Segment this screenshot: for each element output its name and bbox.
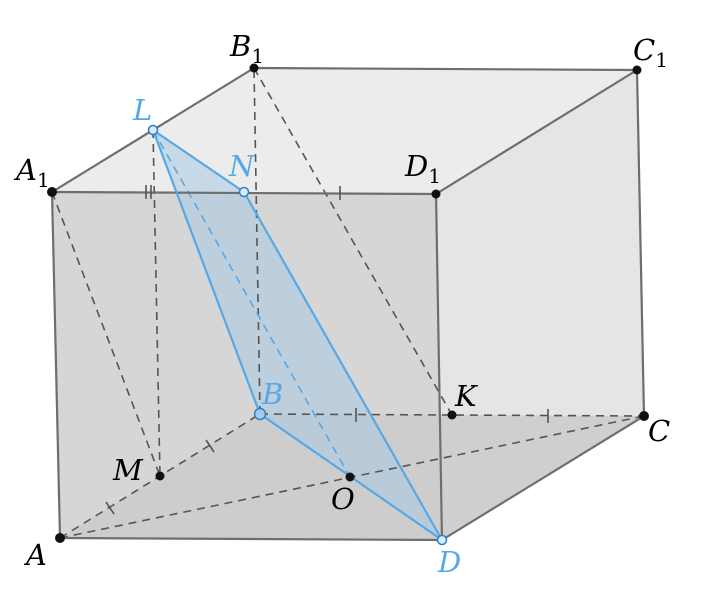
edge-D-D1 [434, 193, 444, 541]
segment-L-B [151, 129, 262, 415]
label-D1: D1 [404, 149, 441, 188]
edge-A-D [59, 536, 443, 542]
edge-D-C [441, 415, 645, 541]
edge-A-A1 [50, 191, 62, 539]
label-C: C [648, 414, 670, 448]
points [47, 63, 649, 546]
label-B1: B1 [229, 29, 264, 68]
label-O: O [331, 482, 355, 516]
point-M [155, 471, 165, 481]
edge-C-C1 [635, 69, 646, 417]
point-B1 [249, 63, 259, 73]
tick-mark [205, 439, 215, 453]
label-L: L [132, 93, 152, 127]
label-C1: C1 [633, 33, 668, 72]
point-K [447, 410, 457, 420]
label-B: B [261, 377, 283, 411]
point-N [238, 186, 250, 198]
segment-L-M [152, 129, 161, 477]
segment-L-N [152, 129, 245, 193]
label-D: D [437, 545, 461, 579]
edge-B1-C1 [253, 66, 638, 72]
tick-marks [105, 185, 549, 515]
point-L [147, 124, 159, 136]
tick-mark [105, 501, 115, 515]
point-D1 [431, 189, 441, 199]
edge-C1-D1 [435, 69, 638, 195]
segment-L-O [152, 129, 351, 478]
point-C [639, 411, 649, 421]
point-A [55, 533, 65, 543]
label-A1: A1 [13, 153, 50, 192]
segment-B1-K [253, 67, 453, 416]
point-C1 [632, 65, 642, 75]
section-plane [153, 130, 442, 540]
point-D [436, 534, 448, 546]
point-O [345, 472, 355, 482]
label-A: A [23, 538, 47, 572]
label-M: M [112, 453, 144, 487]
segment-A1-M [51, 191, 161, 477]
edge-B-B1 [253, 67, 261, 415]
point-B [253, 407, 267, 421]
label-N: N [228, 149, 256, 183]
point-A1 [47, 187, 57, 197]
faces [52, 68, 644, 540]
segment-N-D [243, 191, 443, 541]
label-K: K [454, 379, 479, 413]
labels: A1 B1 C1 D1 A C M O K L N B D [13, 29, 670, 579]
